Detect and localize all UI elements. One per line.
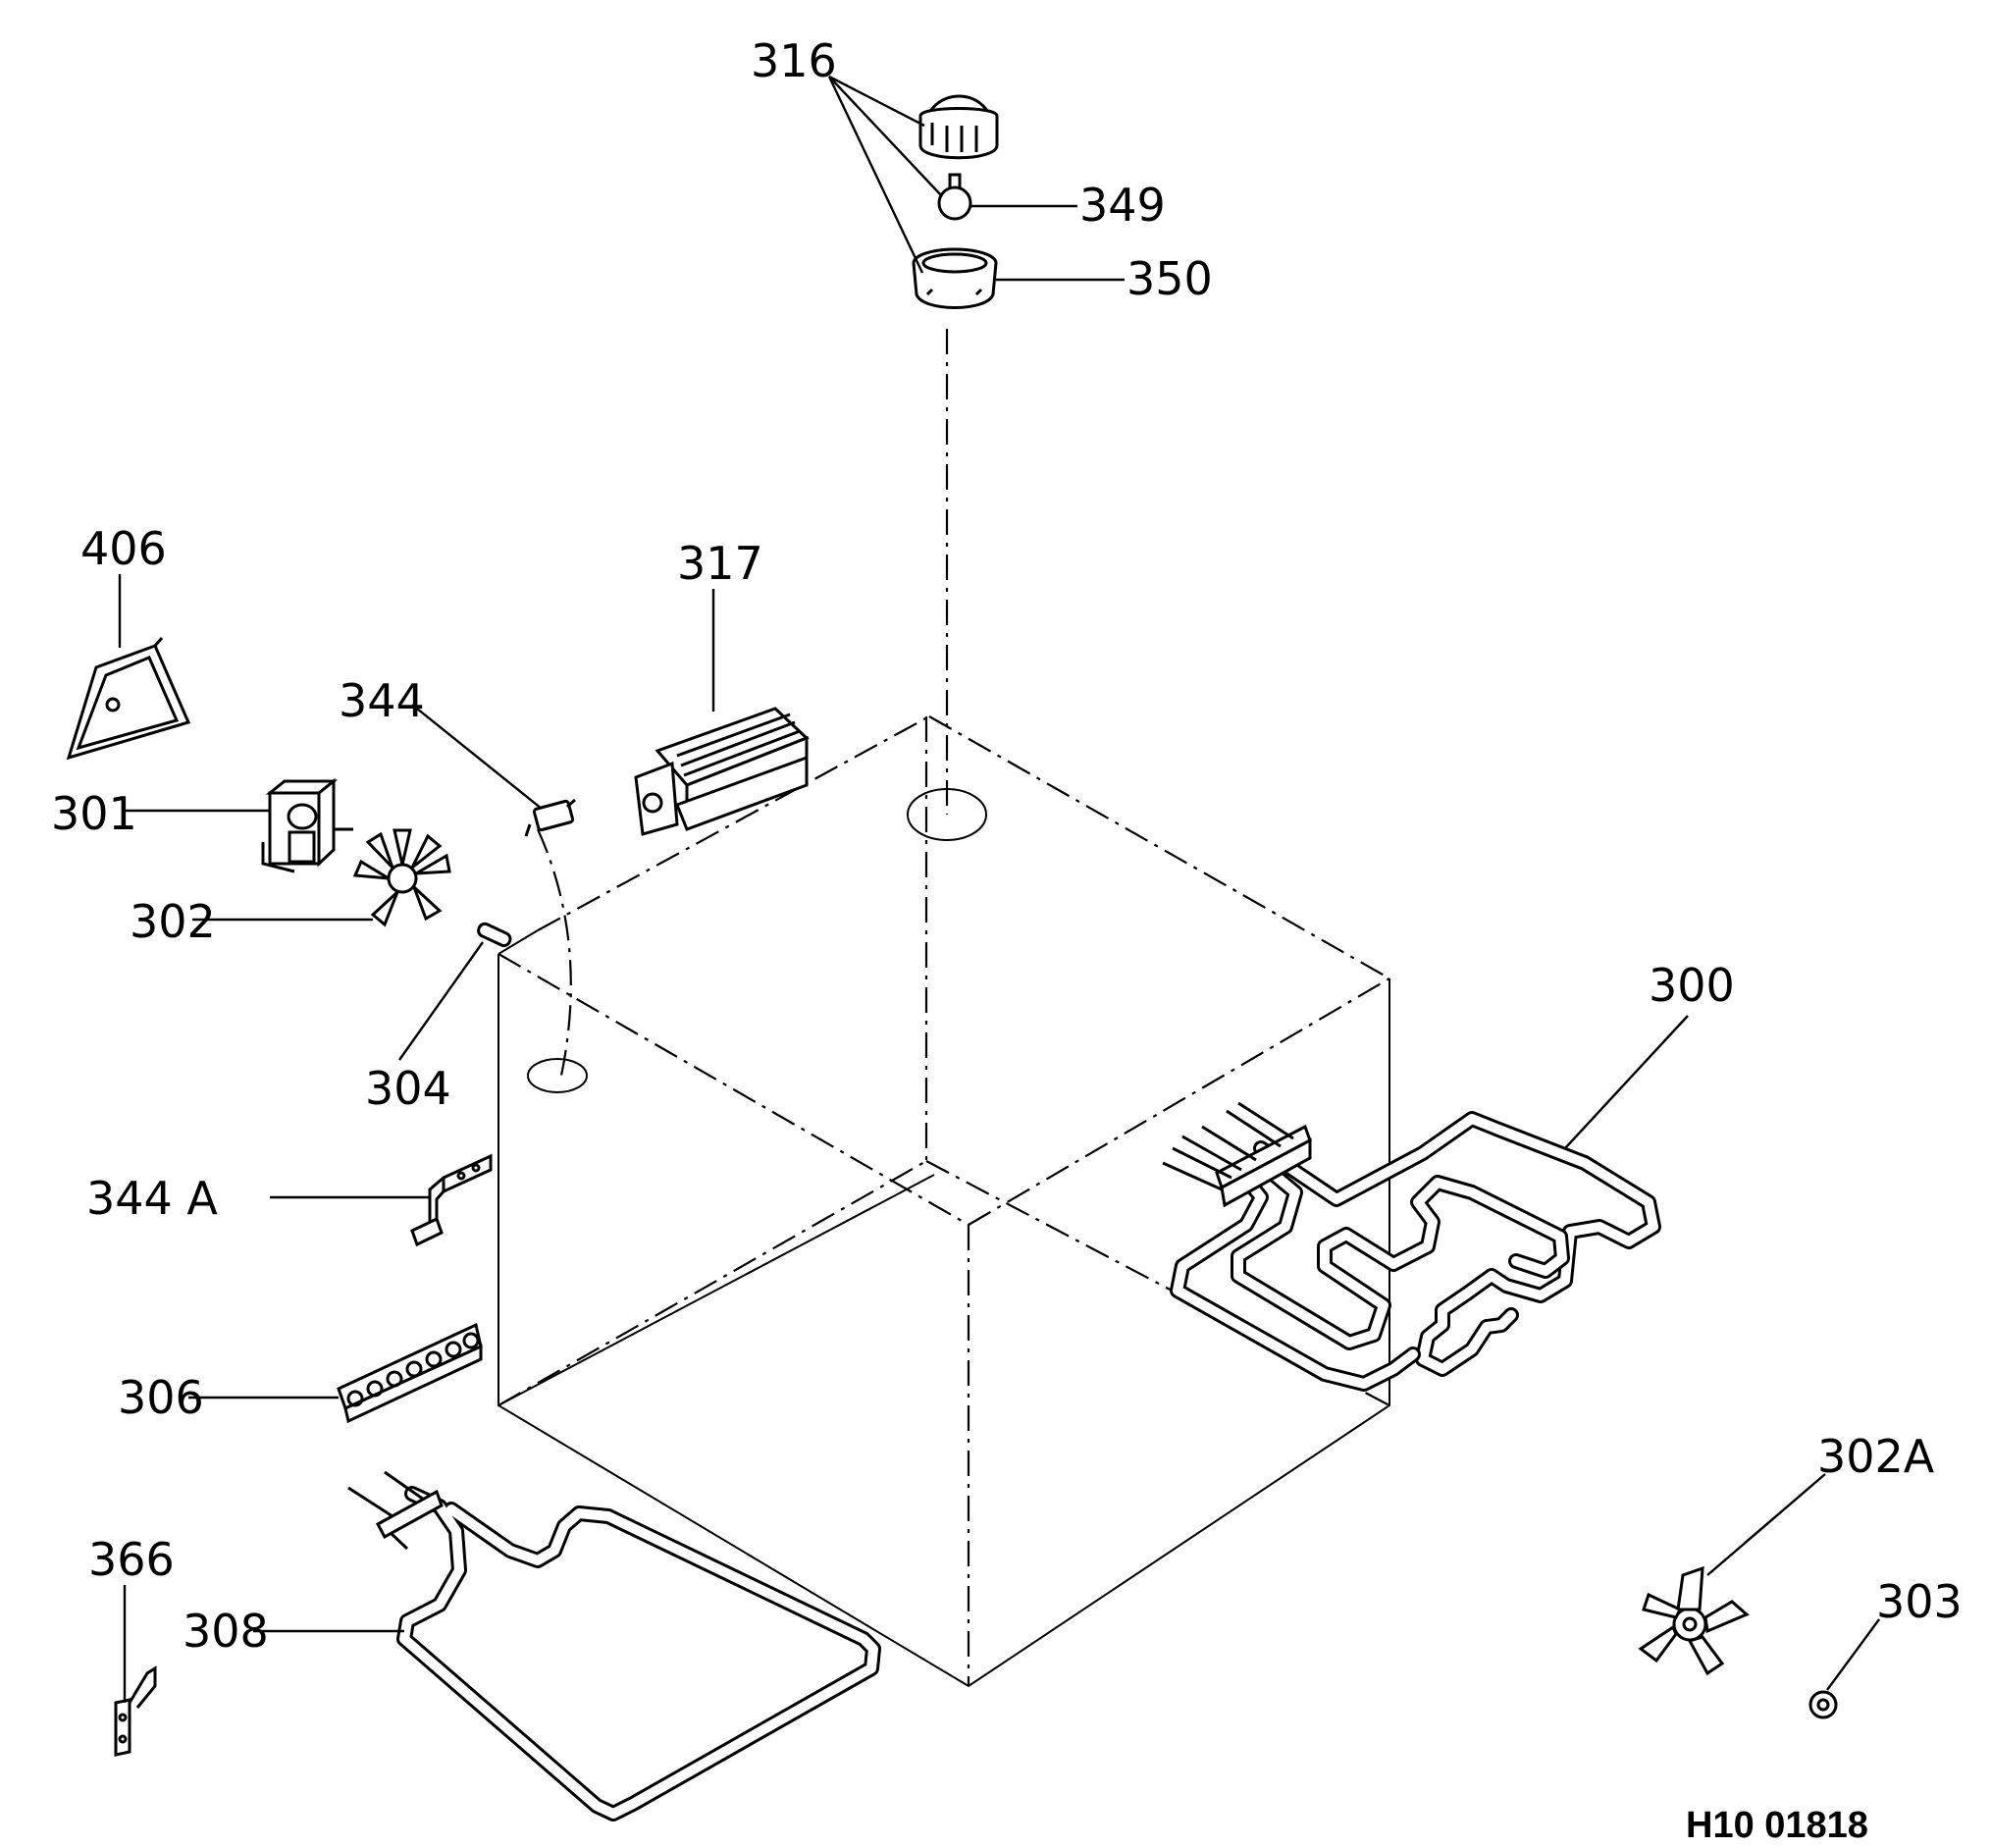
grill-element-300 (1162, 1015, 1689, 1392)
bulb-socket (948, 173, 962, 188)
label-303: 303 (1876, 1575, 1963, 1628)
drawing-code: H10 01818 (1686, 1805, 1868, 1846)
label-302a: 302A (1817, 1430, 1935, 1483)
knob-assembly (912, 94, 999, 309)
thermal-cutout-344 (411, 704, 576, 837)
fan-motor-301 (122, 777, 353, 873)
bracket-406 (66, 574, 191, 761)
terminal-block-306 (188, 1322, 483, 1424)
label-302: 302 (130, 895, 216, 948)
cooling-fan-317 (634, 589, 810, 836)
label-344: 344 (339, 674, 425, 727)
bracket-344a (270, 1153, 493, 1247)
label-350: 350 (1126, 252, 1213, 305)
lamp-bulb-icon (937, 185, 972, 221)
label-316: 316 (751, 34, 837, 87)
label-304: 304 (365, 1062, 451, 1115)
label-308: 308 (183, 1605, 269, 1658)
leader-lines-top (827, 75, 1125, 282)
label-406: 406 (80, 522, 167, 575)
label-300: 300 (1649, 959, 1735, 1012)
label-366: 366 (88, 1533, 175, 1586)
fan-blade-302a (1638, 1473, 1826, 1676)
oven-cavity-box (498, 329, 1390, 1688)
label-317: 317 (677, 537, 763, 590)
pin-304 (398, 922, 512, 1061)
label-301: 301 (51, 787, 137, 840)
part-labels: 316 349 350 406 317 344 301 302 304 300 … (51, 34, 1963, 1846)
label-306: 306 (118, 1371, 204, 1424)
label-344a: 344 A (86, 1172, 218, 1225)
fan-impeller-302 (192, 828, 451, 927)
nut-303 (1808, 1618, 1880, 1719)
bottom-element-308 (253, 1470, 881, 1822)
bracket-366 (114, 1585, 157, 1757)
label-349: 349 (1079, 179, 1166, 232)
